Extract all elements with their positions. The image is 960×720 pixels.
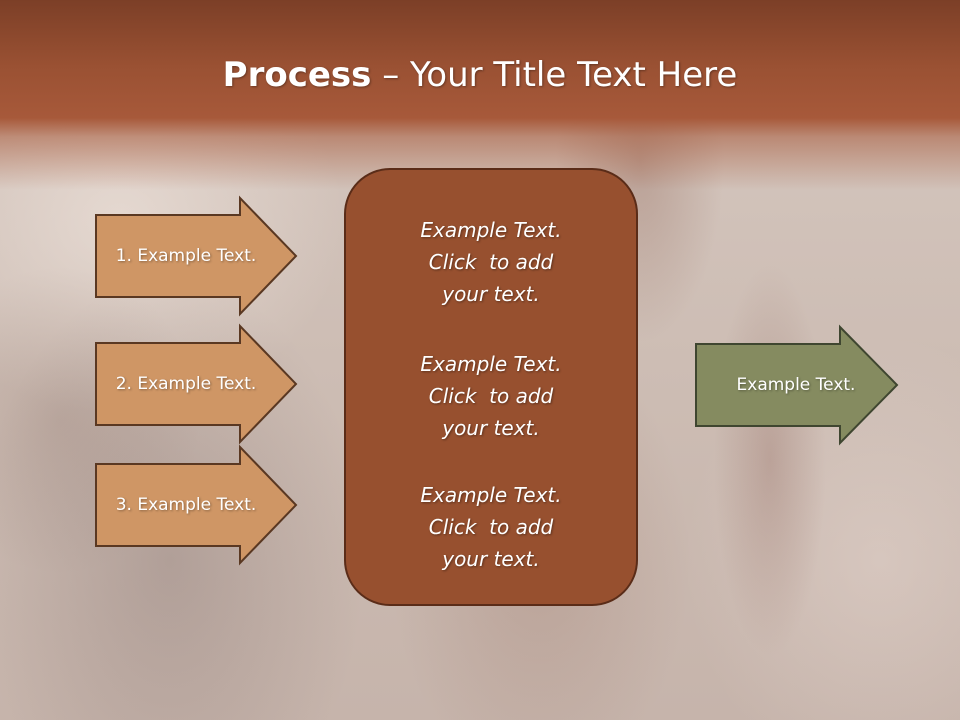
center-line: Example Text. (420, 352, 562, 376)
center-line: Example Text. (420, 483, 562, 507)
left-arrow-label-1: 1. Example Text. (115, 246, 257, 266)
right-arrow[interactable] (695, 324, 899, 446)
left-arrow-label-3: 3. Example Text. (115, 495, 257, 515)
title-bold: Process (222, 55, 372, 95)
center-line: your text. (442, 547, 540, 571)
right-arrow-label: Example Text. (736, 375, 856, 395)
center-line: your text. (442, 416, 540, 440)
title-separator: – (371, 55, 411, 95)
left-arrow-label-2: 2. Example Text. (115, 374, 257, 394)
center-text-block-3: Example Text. Click to add your text. (346, 479, 636, 575)
slide-title[interactable]: Process – Your Title Text Here (0, 52, 960, 98)
left-arrow-3[interactable] (95, 444, 298, 566)
center-text-block-2: Example Text. Click to add your text. (346, 348, 636, 444)
center-line: your text. (442, 282, 540, 306)
center-text-block-1: Example Text. Click to add your text. (346, 214, 636, 310)
center-text-box[interactable]: Example Text. Click to add your text. Ex… (344, 168, 638, 606)
center-line: Click to add (428, 384, 554, 408)
title-bar (0, 0, 960, 190)
title-rest: Your Title Text Here (410, 55, 738, 95)
left-arrow-1[interactable] (95, 195, 298, 317)
center-line: Click to add (428, 515, 554, 539)
center-line: Click to add (428, 250, 554, 274)
left-arrow-2[interactable] (95, 323, 298, 445)
center-line: Example Text. (420, 218, 562, 242)
